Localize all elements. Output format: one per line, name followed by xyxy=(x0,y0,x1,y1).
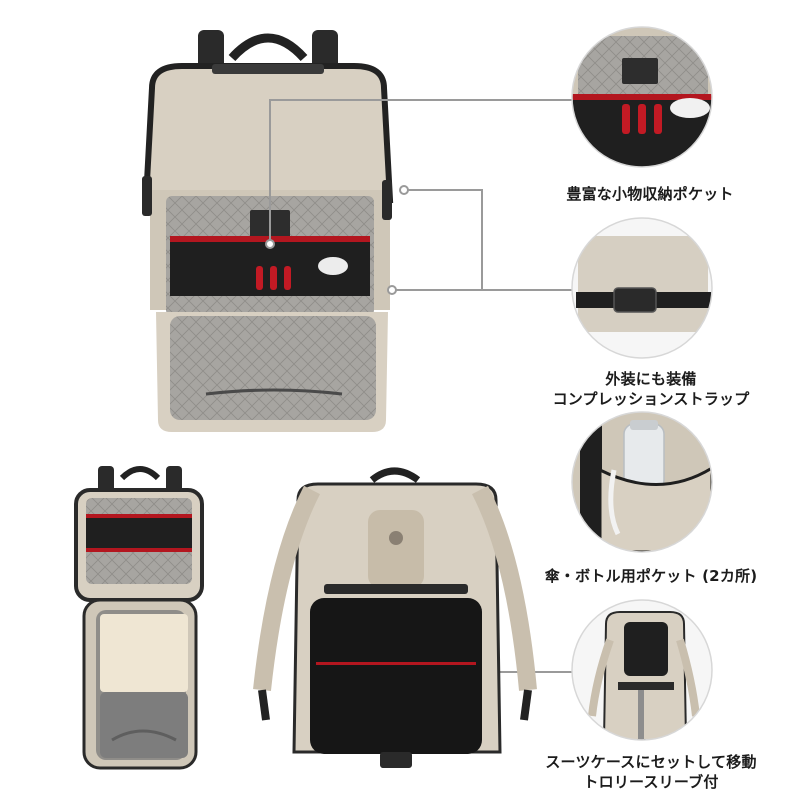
caption-bottle-pocket: 傘・ボトル用ポケット (2カ所) xyxy=(520,566,782,586)
caption-organizer-pocket: 豊富な小物収納ポケット xyxy=(538,184,762,204)
caption-trolley-sleeve: スーツケースにセットして移動 トロリースリーブ付 xyxy=(520,752,782,792)
open-backpack-main xyxy=(142,30,394,432)
caption-line: スーツケースにセットして移動 xyxy=(545,753,757,771)
caption-line: コンプレッションストラップ xyxy=(552,390,750,408)
caption-line: トロリースリーブ付 xyxy=(583,773,719,791)
caption-line: 豊富な小物収納ポケット xyxy=(566,185,734,203)
detail-circle-bottle xyxy=(571,411,713,553)
caption-compression-strap: 外装にも装備 コンプレッションストラップ xyxy=(520,369,782,409)
detail-circle-trolley xyxy=(571,599,713,741)
caption-line: 外装にも装備 xyxy=(605,370,697,388)
detail-circle-strap xyxy=(571,217,713,359)
detail-circle-organizer xyxy=(571,26,713,168)
clamshell-backpack xyxy=(74,466,204,770)
caption-line: 傘・ボトル用ポケット (2カ所) xyxy=(544,567,758,585)
backpack-back-view xyxy=(253,467,537,768)
